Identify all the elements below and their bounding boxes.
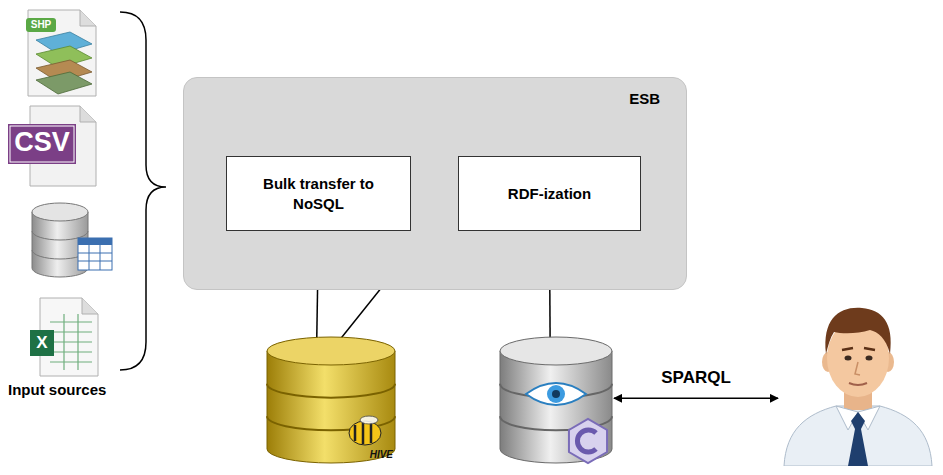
excel-file-icon [82,298,98,314]
database-table-icon [78,238,112,245]
excel-file-icon [50,314,92,370]
csv-file-icon [8,106,96,186]
hive-database-drawing [355,422,371,444]
edge-label: SPARQL [658,368,734,388]
database-table-icon [32,203,112,277]
user-figure-drawing [849,383,867,385]
user-figure-drawing [778,288,938,466]
user-figure [778,288,938,466]
file-type-tag: SHP [27,19,55,30]
hive-database-drawing [360,416,378,424]
csv-file-icon [8,124,76,164]
cassandra-database-drawing [569,419,607,463]
hive-database-drawing [349,416,381,445]
group-label: Input sources [8,381,106,398]
file-type-tag: CSV [8,127,76,158]
box-label: Bulk transfer to NoSQL [244,174,394,213]
excel-file-icon [30,330,54,356]
hive-database-drawing [267,351,395,463]
excel-logo-letter: X [30,333,54,353]
shp-file-icon [36,72,92,94]
shp-file-icon [80,10,96,26]
shp-file-icon [26,18,56,32]
database-table-icon [78,245,112,270]
shp-file-icon [28,10,96,96]
excel-file-icon [30,298,98,376]
cassandra-database-drawing [577,430,596,452]
cassandra-database-drawing [498,335,614,467]
cassandra-database-drawing [500,337,612,365]
user-figure-drawing [866,356,873,361]
cassandra-database-drawing [547,385,565,403]
cassandra-database-drawing [500,351,612,463]
excel-file-icon [50,314,92,370]
user-figure-drawing [784,406,932,466]
cassandra-database-drawing [526,383,586,405]
process-box: RDF-ization [458,156,641,231]
database-table-icon [78,238,112,270]
user-figure-drawing [848,412,868,466]
hive-database-drawing [265,335,397,467]
hive-database-drawing [267,337,395,365]
group-title: ESB [629,90,660,107]
logo-text: HIVE [370,449,393,460]
hive-database: HIVE [265,335,397,467]
user-figure-drawing [845,356,852,361]
user-figure-drawing [855,362,860,375]
box-label: RDF-ization [508,184,591,204]
user-figure-drawing [842,348,875,350]
hive-database-drawing [349,421,381,445]
process-box: Bulk transfer to NoSQL [226,156,411,231]
esb-panel: ESB Bulk transfer to NoSQL RDF-ization [183,77,687,290]
cassandra-database [498,335,614,467]
user-figure-drawing [825,308,890,354]
hive-database-drawing [267,384,395,398]
csv-file-icon [80,106,96,122]
cassandra-database-drawing [552,390,560,398]
shp-file-icon [26,10,96,96]
connector-arrow [614,398,778,400]
database-table-icon [32,203,88,221]
curly-brace [120,12,166,370]
